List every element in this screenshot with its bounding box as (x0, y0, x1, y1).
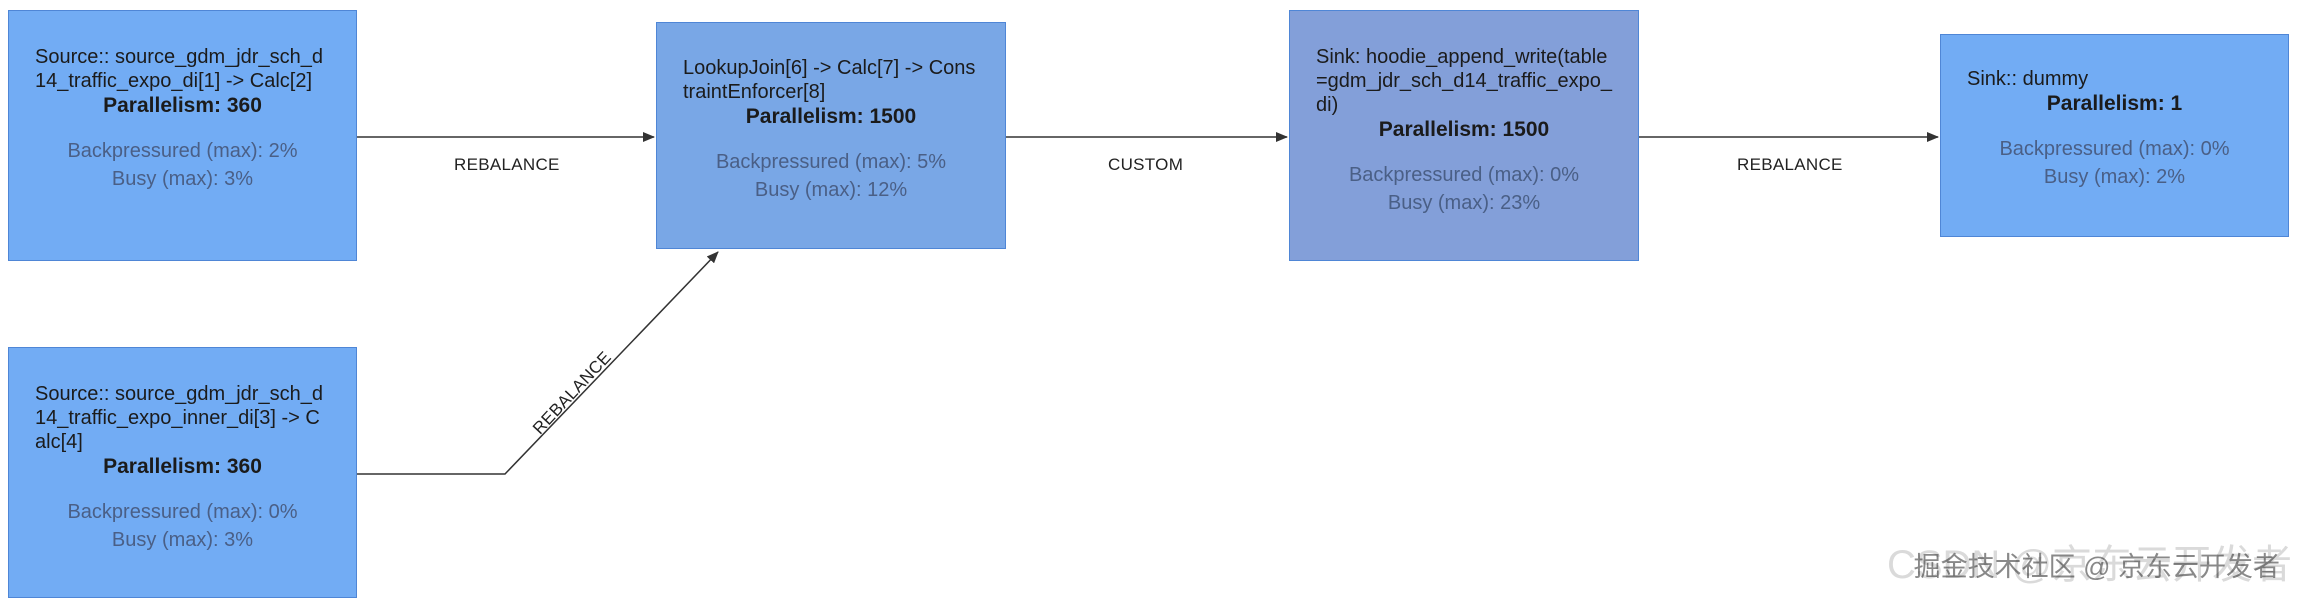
node-backpressured: Backpressured (max): 0% (1999, 138, 2230, 160)
node-source-traffic-expo-inner[interactable]: Source:: source_gdm_jdr_sch_d14_traffic_… (8, 347, 357, 598)
node-title: Source:: source_gdm_jdr_sch_d14_traffic_… (35, 383, 323, 453)
node-parallelism: Parallelism: 360 (103, 455, 262, 478)
node-sink-hoodie-append-write[interactable]: Sink: hoodie_append_write(table=gdm_jdr_… (1289, 10, 1639, 261)
watermark-juejin: 掘金技术社区 @ 京东云开发者 (1913, 552, 2280, 582)
node-busy: Busy (max): 12% (754, 179, 908, 201)
node-busy: Busy (max): 2% (2043, 166, 2186, 188)
node-parallelism: Parallelism: 1 (2046, 92, 2183, 115)
node-busy: Busy (max): 3% (111, 168, 254, 190)
watermark-csdn: CSDN @京东云开发者 (1886, 543, 2292, 587)
node-title: LookupJoin[6] -> Calc[7] -> ConstraintEn… (683, 57, 976, 103)
edge-label-custom: CUSTOM (1108, 155, 1184, 174)
node-source-traffic-expo[interactable]: Source:: source_gdm_jdr_sch_d14_traffic_… (8, 10, 357, 261)
node-lookupjoin[interactable]: LookupJoin[6] -> Calc[7] -> ConstraintEn… (656, 22, 1006, 249)
edge-source2-to-lookupjoin (357, 251, 719, 475)
node-title: Sink:: dummy (1967, 68, 2089, 90)
node-backpressured: Backpressured (max): 5% (715, 151, 947, 173)
node-busy: Busy (max): 23% (1387, 192, 1541, 214)
node-title: Sink: hoodie_append_write(table=gdm_jdr_… (1316, 46, 1612, 116)
node-busy: Busy (max): 3% (111, 529, 254, 551)
node-parallelism: Parallelism: 1500 (1378, 118, 1550, 141)
node-parallelism: Parallelism: 360 (103, 94, 262, 117)
node-sink-dummy[interactable]: Sink:: dummy Parallelism: 1 Backpressure… (1940, 34, 2289, 237)
edge-label-sink: REBALANCE (1737, 155, 1843, 174)
node-parallelism: Parallelism: 1500 (745, 105, 917, 128)
node-backpressured: Backpressured (max): 0% (1348, 164, 1580, 186)
node-backpressured: Backpressured (max): 2% (67, 140, 298, 162)
edge-label-source1: REBALANCE (454, 155, 560, 174)
node-backpressured: Backpressured (max): 0% (67, 501, 298, 523)
node-title: Source:: source_gdm_jdr_sch_d14_traffic_… (35, 46, 323, 92)
